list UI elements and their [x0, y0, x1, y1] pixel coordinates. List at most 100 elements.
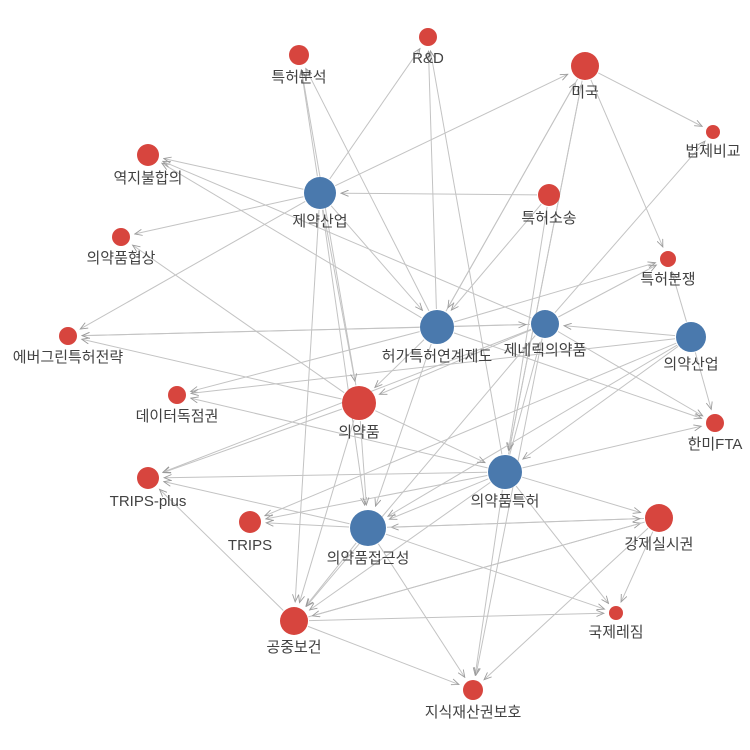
edge-medicine-evergreen-strategy	[83, 339, 342, 400]
node-circle-drug-access[interactable]	[350, 510, 386, 546]
edge-generic-drugs-patent-dispute	[558, 266, 655, 318]
node-label-pharma-industry: 제약산업	[292, 213, 347, 230]
node-circle-patent-linkage[interactable]	[420, 310, 454, 344]
node-rnd[interactable]: R&D	[412, 28, 444, 67]
node-pharma-industry[interactable]: 제약산업	[292, 177, 348, 230]
edge-patent-linkage-data-exclusivity	[192, 331, 420, 392]
node-circle-trips-plus[interactable]	[137, 467, 159, 489]
node-drug-patent[interactable]: 의약품특허	[470, 455, 540, 510]
edge-patent-linkage-drug-access	[376, 343, 432, 505]
node-circle-generic-drugs[interactable]	[531, 310, 559, 338]
node-circle-patent-dispute[interactable]	[660, 251, 676, 267]
edge-medicine-industry-drug-access	[389, 344, 678, 516]
edge-medicine-public-health	[300, 420, 355, 602]
node-circle-trips[interactable]	[239, 511, 261, 533]
edge-patent-linkage-korus-fta	[453, 332, 701, 418]
node-patent-linkage[interactable]: 허가특허연계제도	[382, 310, 493, 365]
node-drug-negotiation[interactable]: 의약품협상	[86, 228, 156, 267]
node-legal-comparison[interactable]: 법제비교	[685, 125, 741, 160]
edge-drug-patent-intl-regime	[515, 485, 608, 603]
node-circle-legal-comparison[interactable]	[706, 125, 720, 139]
edge-pharma-industry-evergreen-strategy	[81, 200, 306, 328]
node-patent-litigation[interactable]: 특허소송	[521, 184, 577, 227]
node-circle-drug-negotiation[interactable]	[112, 228, 130, 246]
edge-drug-access-intl-regime	[385, 533, 604, 609]
node-drug-access[interactable]: 의약품접근성	[327, 510, 410, 567]
edge-generic-drugs-legal-comparison	[554, 142, 705, 314]
node-circle-public-health[interactable]	[280, 607, 308, 635]
edge-patent-linkage-patent-dispute	[454, 263, 654, 323]
node-circle-intl-regime[interactable]	[609, 606, 623, 620]
node-public-health[interactable]: 공중보건	[266, 607, 322, 656]
edge-drug-access-trips-plus	[165, 482, 350, 525]
node-intl-regime[interactable]: 국제레짐	[588, 606, 644, 641]
node-label-trips: TRIPS	[228, 537, 272, 554]
node-medicine[interactable]: 의약품	[338, 386, 380, 441]
node-label-drug-negotiation: 의약품협상	[86, 250, 155, 267]
node-circle-compulsory-license[interactable]	[645, 504, 673, 532]
edge-drug-patent-generic-drugs	[509, 343, 540, 455]
node-label-public-health: 공중보건	[266, 639, 321, 656]
node-circle-ip-protection[interactable]	[463, 680, 483, 700]
edge-drug-patent-ip-protection	[475, 489, 503, 674]
edge-patent-linkage-reverse-payment	[163, 164, 422, 319]
node-label-rnd: R&D	[412, 50, 444, 67]
edge-pharma-industry-public-health	[295, 209, 320, 601]
node-label-evergreen-strategy: 에버그린특허전략	[13, 349, 124, 366]
node-circle-medicine-industry[interactable]	[676, 322, 706, 352]
edge-patent-linkage-rnd	[429, 52, 437, 310]
edge-patent-litigation-drug-patent	[509, 206, 548, 449]
node-circle-patent-analysis[interactable]	[289, 45, 309, 65]
edges-layer	[81, 49, 711, 684]
node-label-intl-regime: 국제레짐	[588, 624, 643, 641]
edge-drug-patent-trips-plus	[165, 471, 488, 477]
node-label-drug-access: 의약품접근성	[327, 550, 410, 567]
edge-generic-drugs-korus-fta	[557, 331, 702, 416]
edge-medicine-industry-korus-fta	[694, 352, 711, 408]
node-label-data-exclusivity: 데이터독점권	[136, 408, 219, 425]
edge-public-health-intl-regime	[308, 613, 603, 622]
edge-medicine-patent-analysis	[302, 71, 357, 386]
node-label-patent-analysis: 특허분석	[271, 69, 326, 86]
edge-drug-access-trips	[267, 523, 350, 528]
node-trips-plus[interactable]: TRIPS-plus	[110, 467, 187, 510]
node-circle-evergreen-strategy[interactable]	[59, 327, 77, 345]
node-circle-data-exclusivity[interactable]	[168, 386, 186, 404]
node-circle-patent-litigation[interactable]	[538, 184, 560, 206]
node-trips[interactable]: TRIPS	[228, 511, 272, 554]
node-evergreen-strategy[interactable]: 에버그린특허전략	[13, 327, 124, 366]
node-label-reverse-payment: 역지불합의	[113, 170, 182, 187]
node-data-exclusivity[interactable]: 데이터독점권	[136, 386, 219, 425]
node-medicine-industry[interactable]: 의약산업	[663, 322, 719, 373]
node-generic-drugs[interactable]: 제네릭의약품	[504, 310, 587, 359]
node-circle-medicine[interactable]	[342, 386, 376, 420]
node-circle-rnd[interactable]	[419, 28, 437, 46]
edge-pharma-industry-patent-analysis	[301, 71, 318, 177]
node-circle-drug-patent[interactable]	[488, 455, 522, 489]
node-usa[interactable]: 미국	[571, 52, 599, 101]
node-circle-reverse-payment[interactable]	[137, 144, 159, 166]
node-circle-pharma-industry[interactable]	[304, 177, 336, 209]
node-circle-usa[interactable]	[571, 52, 599, 80]
node-ip-protection[interactable]: 지식재산권보호	[425, 680, 522, 721]
edge-pharma-industry-drug-negotiation	[136, 196, 304, 234]
edge-patent-litigation-pharma-industry	[342, 193, 538, 195]
edge-drug-access-ip-protection	[377, 543, 464, 677]
node-patent-analysis[interactable]: 특허분석	[271, 45, 327, 86]
node-patent-dispute[interactable]: 특허분쟁	[640, 251, 696, 288]
node-label-drug-patent: 의약품특허	[470, 493, 539, 510]
node-reverse-payment[interactable]: 역지불합의	[113, 144, 183, 187]
node-compulsory-license[interactable]: 강제실시권	[624, 504, 694, 553]
node-label-medicine: 의약품	[338, 424, 379, 441]
edge-usa-drug-patent	[509, 80, 583, 450]
edge-medicine-industry-patent-dispute	[672, 272, 687, 322]
edge-patent-linkage-patent-analysis	[306, 69, 430, 312]
edge-medicine-trips-plus	[164, 408, 343, 472]
edge-medicine-drug-access	[359, 420, 366, 504]
node-korus-fta[interactable]: 한미FTA	[688, 414, 743, 453]
edge-medicine-industry-data-exclusivity	[192, 338, 676, 394]
node-circle-korus-fta[interactable]	[706, 414, 724, 432]
edge-usa-legal-comparison	[598, 72, 701, 126]
